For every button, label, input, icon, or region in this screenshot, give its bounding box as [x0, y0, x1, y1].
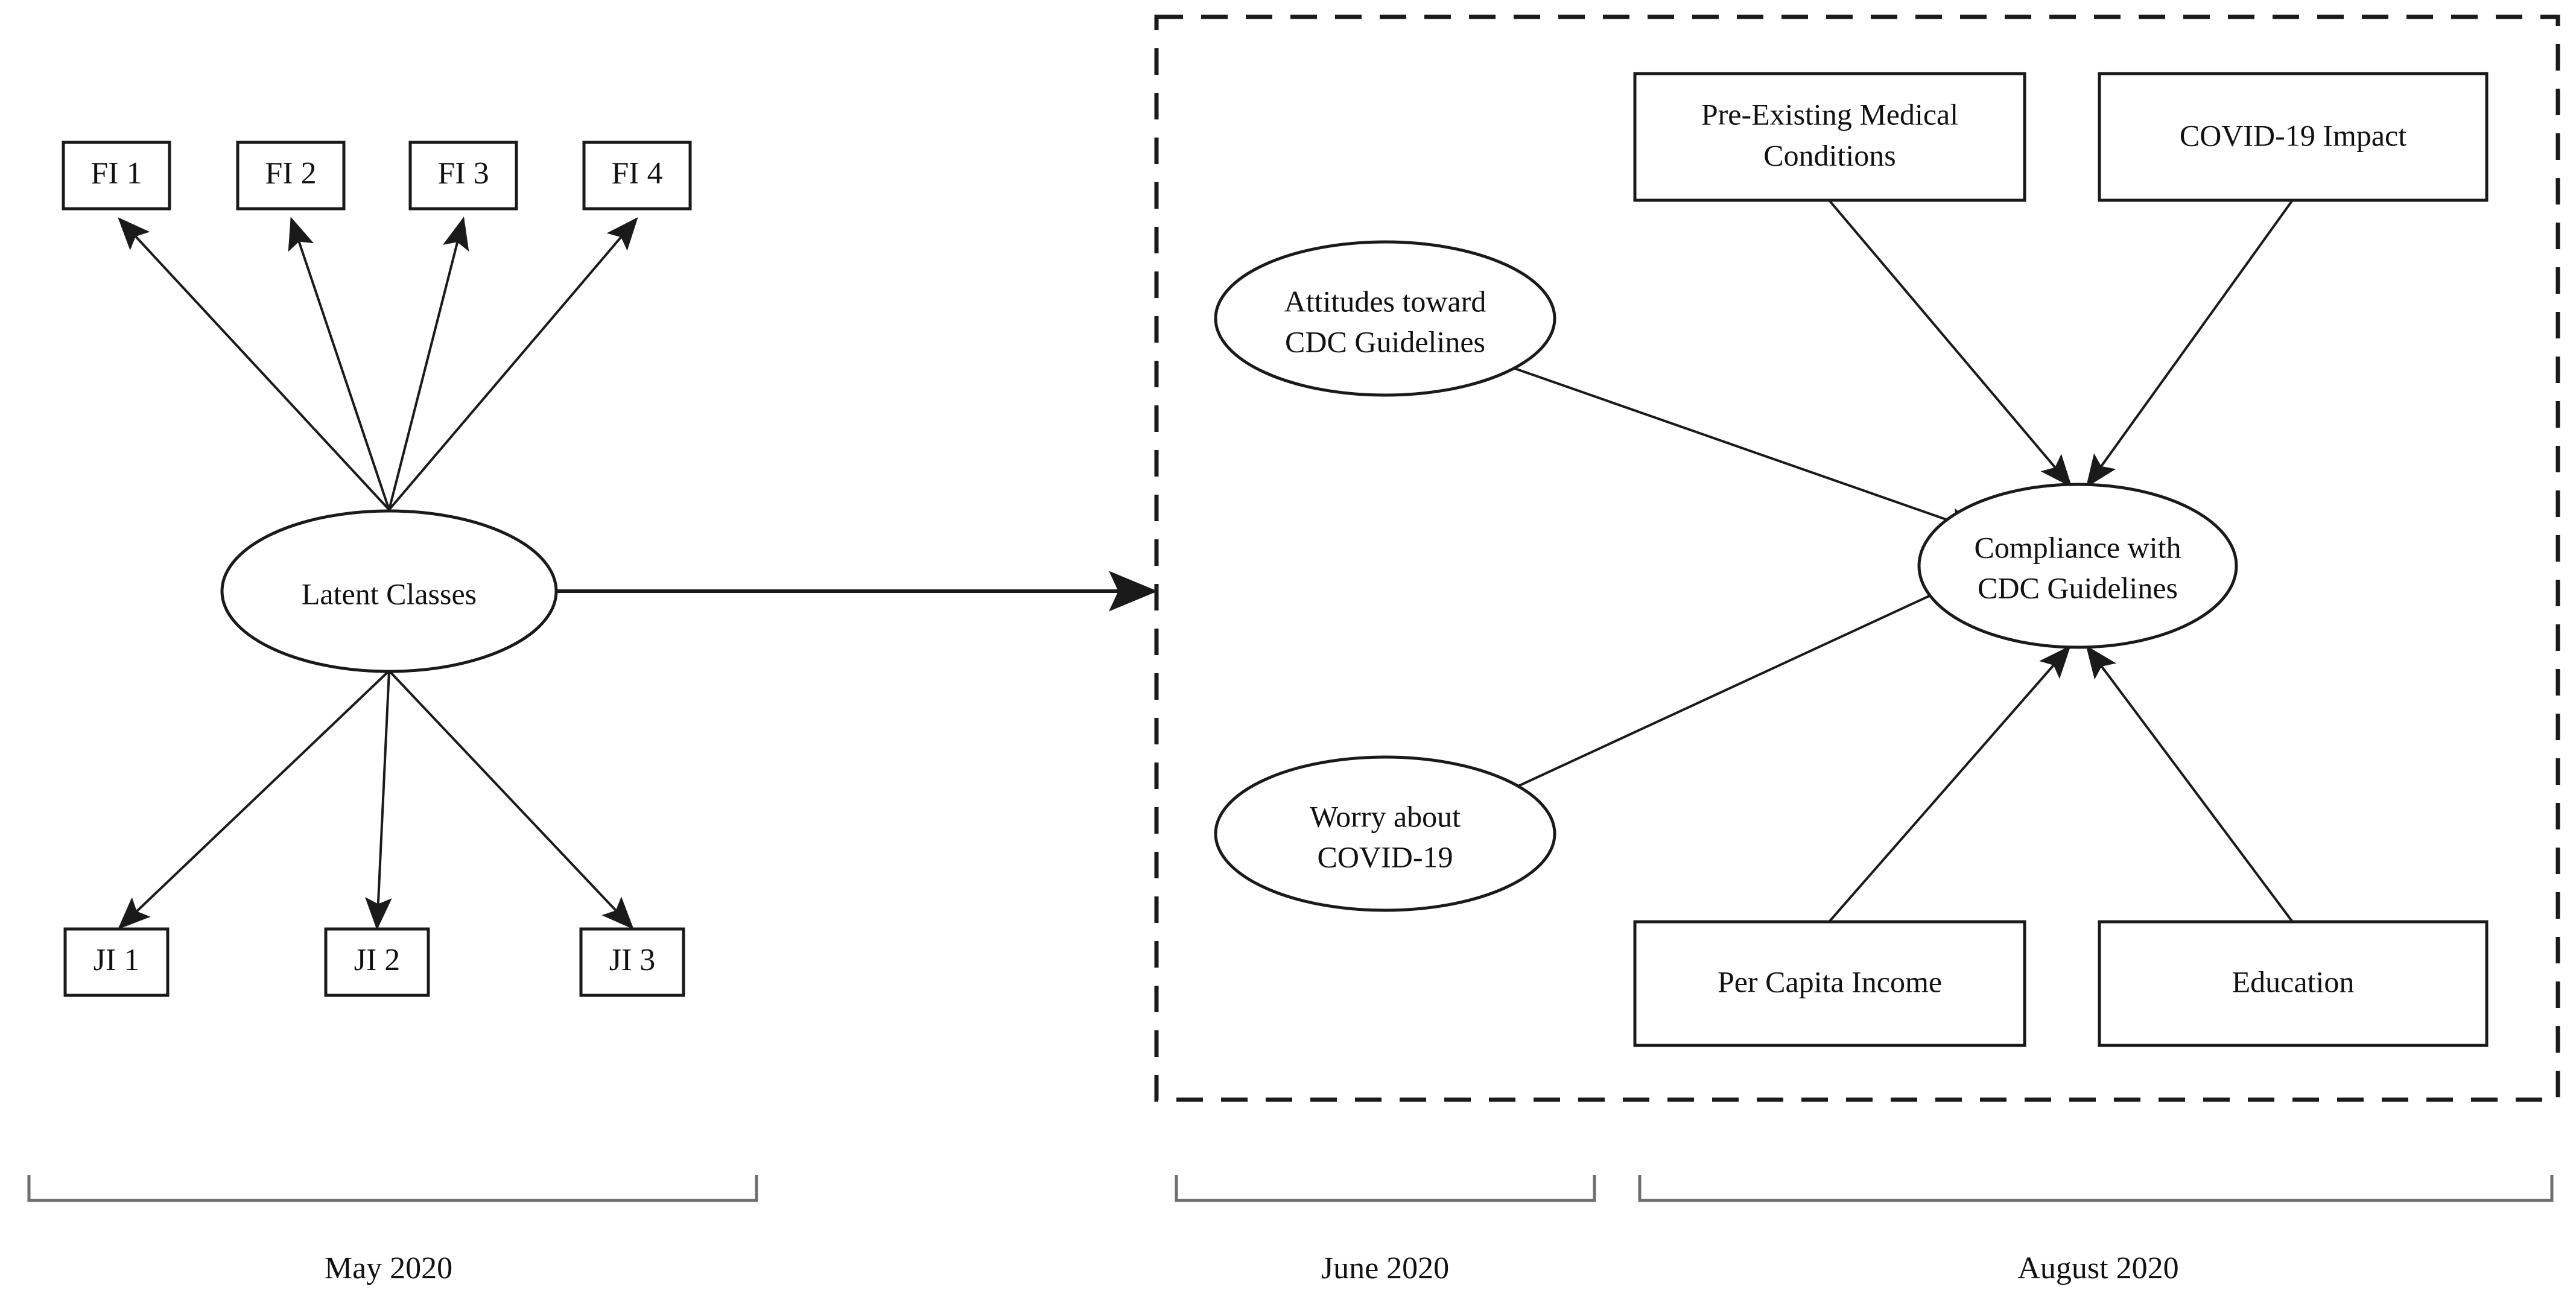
node-fi2[interactable]: FI 2: [236, 141, 346, 211]
latent-classes-label: Latent Classes: [302, 577, 477, 610]
edge-latent-to-ji1: [118, 670, 390, 930]
node-latent-classes[interactable]: Latent Classes: [220, 509, 558, 673]
edge-latent-to-ji2: [364, 670, 392, 930]
edge-latent-to-fi2: [288, 217, 390, 510]
edge-income-to-compliance: [1828, 645, 2071, 923]
timeline-label-june-2020: June 2020: [1321, 1251, 1449, 1286]
worry-label-line2: COVID-19: [1318, 840, 1453, 873]
fi3-label: FI 3: [437, 156, 489, 191]
node-covid-19-impact[interactable]: COVID-19 Impact: [2098, 72, 2489, 202]
node-education[interactable]: Education: [2098, 920, 2489, 1047]
edge-attitudes-to-compliance: [1496, 361, 1981, 534]
compliance-label-line2: CDC Guidelines: [1978, 571, 2178, 604]
edge-covidimpact-to-compliance: [2086, 199, 2294, 488]
worry-label-line1: Worry about: [1310, 799, 1461, 833]
edge-latent-to-ji3: [388, 670, 634, 930]
node-per-capita-income[interactable]: Per Capita Income: [1633, 920, 2026, 1047]
edge-group-latent-to-ji: [118, 670, 634, 930]
fi1-label: FI 1: [90, 156, 142, 191]
node-ji2[interactable]: JI 2: [324, 927, 430, 997]
edge-preexisting-to-compliance: [1828, 199, 2072, 488]
edge-latent-to-fi3: [388, 217, 469, 510]
node-compliance-with-cdc-guidelines[interactable]: Compliance with CDC Guidelines: [1917, 483, 2238, 649]
timeline-label-may-2020: May 2020: [325, 1251, 452, 1286]
node-fi4[interactable]: FI 4: [582, 141, 692, 211]
ji3-label: JI 3: [609, 943, 656, 977]
edge-latent-to-fi1: [118, 217, 390, 511]
bracket-may-2020: [27, 1175, 758, 1202]
node-pre-existing-medical-conditions[interactable]: Pre-Existing Medical Conditions: [1633, 72, 2026, 202]
node-fi1[interactable]: FI 1: [62, 141, 171, 211]
ji2-label: JI 2: [354, 943, 401, 977]
fi2-label: FI 2: [265, 156, 316, 191]
attitudes-label-line2: CDC Guidelines: [1285, 325, 1485, 358]
ji1-label: JI 1: [94, 943, 140, 977]
node-fi3[interactable]: FI 3: [408, 141, 518, 211]
bracket-june-2020: [1175, 1175, 1596, 1202]
edge-group-latent-to-fi: [118, 217, 638, 511]
timeline-label-august-2020: August 2020: [2017, 1251, 2178, 1286]
attitudes-label-line1: Attitudes toward: [1284, 284, 1486, 318]
pre-existing-label-line1: Pre-Existing Medical: [1701, 97, 1958, 131]
per-capita-income-label: Per Capita Income: [1718, 965, 1942, 998]
fi4-label: FI 4: [611, 156, 662, 191]
education-label: Education: [2232, 965, 2355, 998]
covid-impact-label: COVID-19 Impact: [2180, 118, 2406, 152]
compliance-label-line1: Compliance with: [1975, 530, 2181, 564]
node-ji1[interactable]: JI 1: [63, 927, 170, 997]
edge-group-into-compliance: [1496, 199, 2294, 923]
node-ji3[interactable]: JI 3: [579, 927, 685, 997]
edge-education-to-compliance: [2086, 645, 2294, 923]
bracket-august-2020: [1638, 1175, 2554, 1202]
node-worry-about-covid-19[interactable]: Worry about COVID-19: [1214, 755, 1556, 912]
edge-latent-to-fi4: [388, 217, 638, 511]
followup-group-frame: [1154, 14, 2560, 1102]
node-attitudes-toward-cdc-guidelines[interactable]: Attitudes toward CDC Guidelines: [1214, 240, 1556, 397]
pre-existing-label-line2: Conditions: [1763, 138, 1896, 172]
edge-worry-to-compliance: [1496, 572, 1981, 797]
